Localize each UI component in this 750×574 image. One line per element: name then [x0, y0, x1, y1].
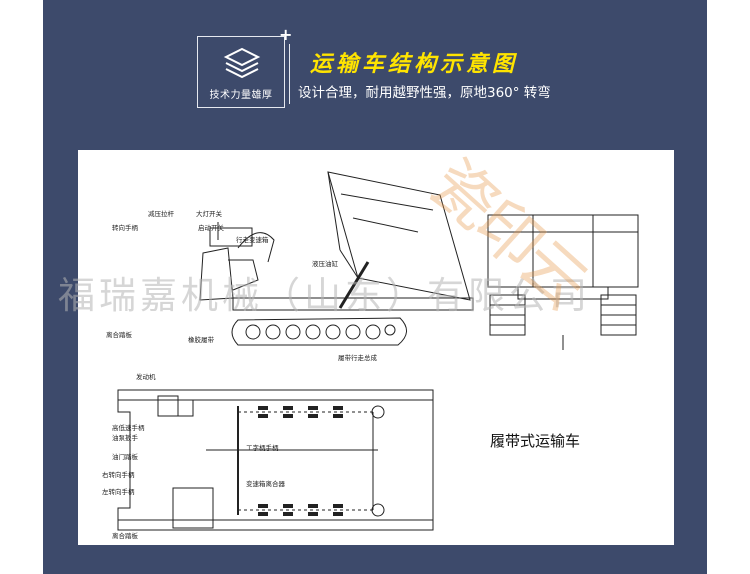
track-assembly	[231, 317, 407, 346]
label-start-switch: 启动开关	[198, 223, 225, 232]
layers-icon	[223, 47, 261, 79]
label-throttle-pedal: 油门踏板	[112, 452, 139, 461]
divider	[289, 44, 290, 104]
label-clutch-pedal-side: 离合踏板	[106, 330, 133, 339]
technical-drawing: 减压拉杆 转向手柄 大灯开关 启动开关 行走变速箱 液压油缸 离合踏板 橡胶履带…	[78, 150, 674, 545]
label-oil-pump-lever: 油泵扳手	[112, 433, 139, 442]
label-reduce-lever: 减压拉杆	[148, 209, 175, 218]
operator-seat	[199, 247, 234, 301]
company-watermark: 福瑞嘉机械（山东）有限公司	[58, 274, 591, 317]
page-title: 运输车结构示意图	[310, 51, 519, 77]
label-rubber-track: 橡胶履带	[188, 335, 215, 344]
dump-box	[327, 171, 471, 301]
label-clutch-pedal-top: 离合踏板	[112, 531, 139, 540]
label-right-steer: 右转向手柄	[102, 470, 135, 479]
top-view-frame	[117, 389, 434, 531]
drawing-caption: 履带式运输车	[490, 432, 580, 450]
label-hydraulic-cylinder: 液压油缸	[312, 259, 339, 268]
label-gearbox-clutch: 变速箱离合器	[246, 479, 286, 488]
page-subtitle: 设计合理，耐用越野性强，原地360° 转弯	[298, 85, 551, 101]
label-engine: 发动机	[136, 372, 156, 381]
label-hi-lo-handle: 高低速手柄	[112, 423, 145, 432]
label-big-light-switch: 大灯开关	[196, 209, 223, 218]
label-work-handle: 工字柄手柄	[246, 443, 279, 452]
label-left-steer: 左转向手柄	[102, 487, 135, 496]
label-track-travel: 履带行走总成	[338, 353, 378, 362]
plus-icon: +	[279, 25, 293, 44]
drawing-svg: 减压拉杆 转向手柄 大灯开关 启动开关 行走变速箱 液压油缸 离合踏板 橡胶履带…	[102, 171, 639, 540]
label-travel-gearbox: 行走变速箱	[236, 235, 269, 244]
feature-badge: 技术力量雄厚	[197, 36, 285, 108]
badge-label: 技术力量雄厚	[209, 90, 273, 101]
label-steer-handle: 转向手柄	[112, 223, 139, 232]
hydraulic-cylinder	[338, 261, 370, 309]
